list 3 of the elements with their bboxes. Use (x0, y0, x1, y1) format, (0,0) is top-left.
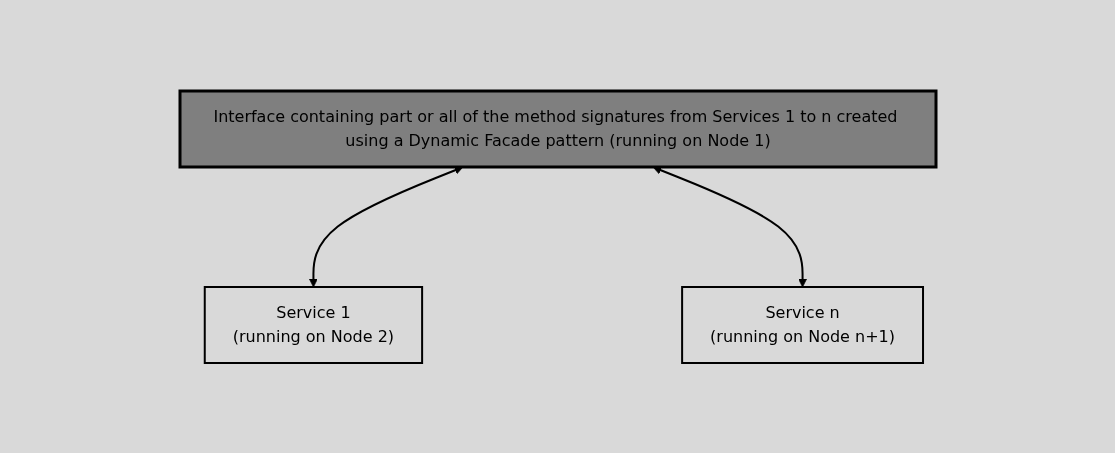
node-box: Service 1 (running on Node 2) (203, 285, 423, 364)
node-box: Interface containing part or all of the method signatures from Services 1 to n created using a Dynamic Facade pattern (running on Node 1) (178, 89, 937, 168)
node-box: Service n (running on Node n+1) (680, 285, 924, 364)
